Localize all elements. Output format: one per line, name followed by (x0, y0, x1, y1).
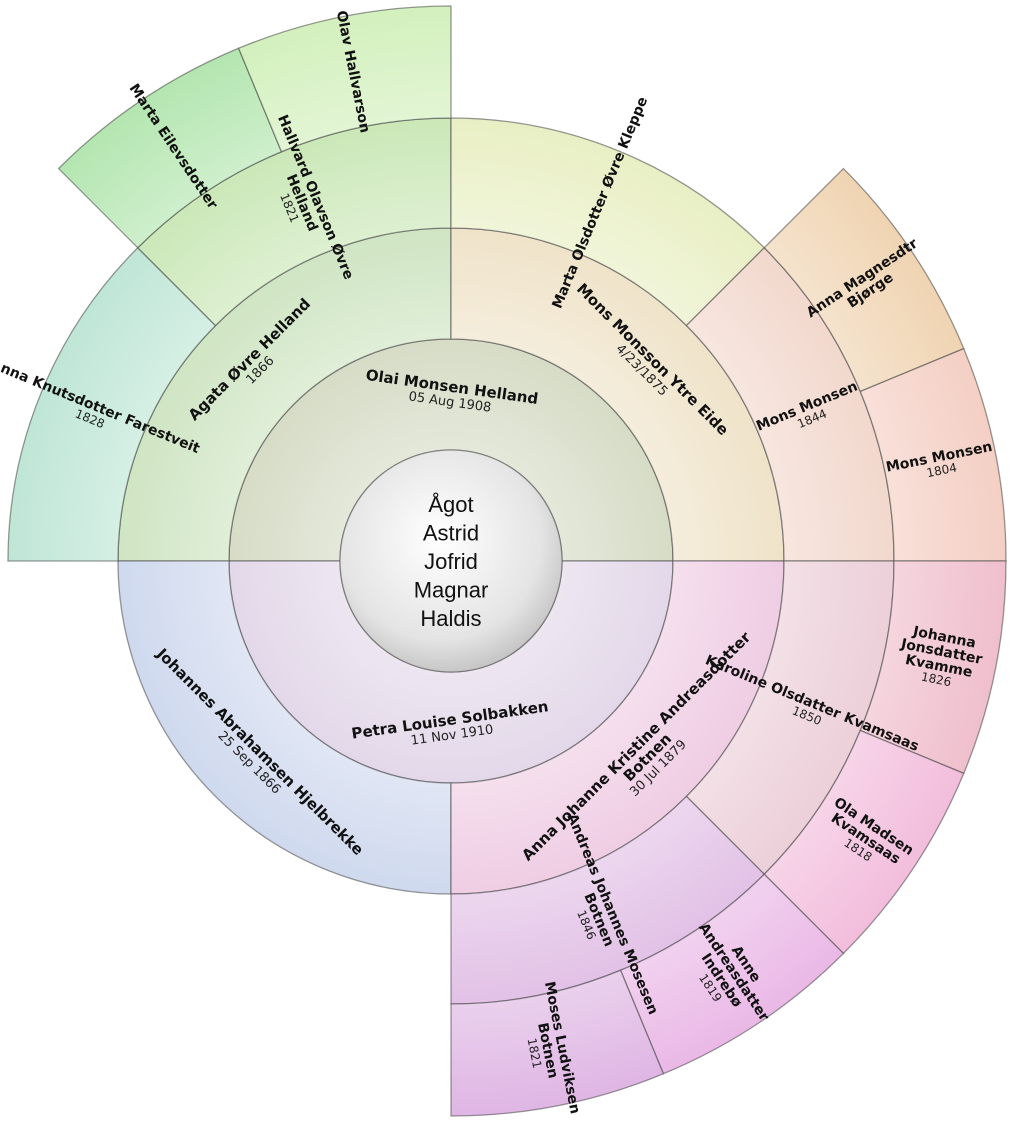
person-segment-johannes[interactable] (117, 560, 452, 895)
center-name: Jofrid (424, 549, 478, 574)
person-date: 1826 (920, 670, 953, 690)
person-segment-olav[interactable] (237, 5, 452, 153)
person-date: 1804 (925, 461, 958, 481)
person-date: 1821 (525, 1037, 545, 1070)
center-name: Magnar (414, 578, 489, 603)
center-disc[interactable] (339, 449, 563, 673)
center-name: Haldis (420, 606, 481, 631)
center-name: Ågot (428, 492, 473, 517)
center-name: Astrid (423, 521, 479, 546)
person-segment-moses[interactable] (450, 969, 665, 1117)
